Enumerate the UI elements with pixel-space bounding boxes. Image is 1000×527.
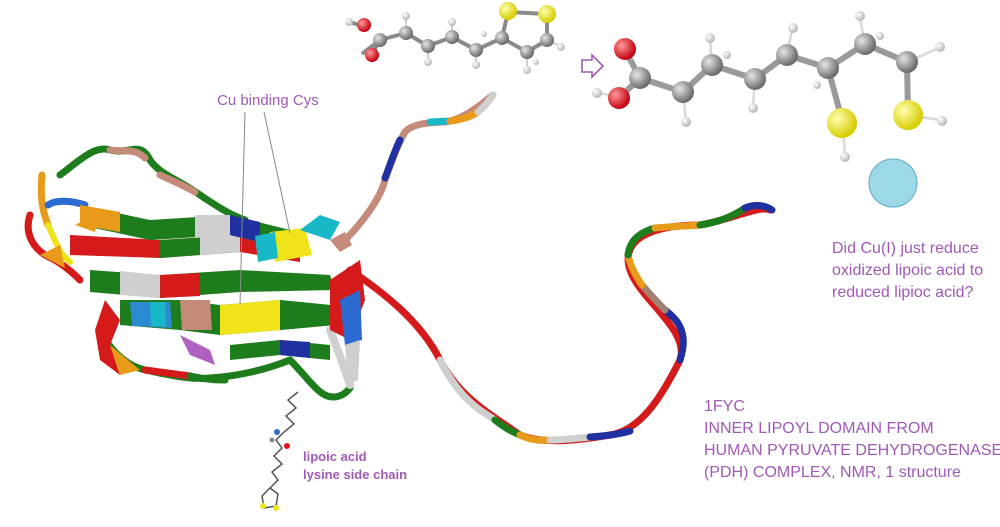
- loop-top: [56, 145, 249, 224]
- question-line: Did Cu(I) just reduce: [832, 240, 979, 257]
- hydrogen-atom: [269, 437, 275, 443]
- pdb-caption-line: HUMAN PYRUVATE DEHYDROGENASE: [704, 442, 1000, 459]
- open-right-arrow-icon: [581, 53, 605, 79]
- cu-binding-pointer-lines: [239, 111, 291, 306]
- question-line: oxidized lipoic acid to: [832, 262, 984, 279]
- cu-ion-sphere: [868, 158, 918, 208]
- nitrogen-atom: [274, 429, 280, 435]
- side-chain-label: lipoic acid lysine side chain: [303, 448, 407, 484]
- reduced-lipoic-acid-molecule: [592, 11, 947, 162]
- reduction-question: Did Cu(I) just reduce oxidized lipoic ac…: [832, 238, 1000, 304]
- side-chain-line: lipoic acid: [303, 449, 367, 464]
- sulfur-atom-b: [273, 505, 279, 511]
- protein-ribbon: [24, 91, 776, 445]
- pdb-caption: 1FYC INNER LIPOYL DOMAIN FROM HUMAN PYRU…: [704, 396, 1000, 484]
- beta-strand-cu-yellow-upper: [270, 228, 312, 262]
- beta-strand-2: [80, 205, 290, 250]
- pdb-caption-line: INNER LIPOYL DOMAIN FROM: [704, 420, 934, 437]
- lipoic-lysine-side-chain: [261, 391, 299, 509]
- cu-binding-cys-label: Cu binding Cys: [217, 92, 319, 109]
- oxygen-atom: [284, 443, 290, 449]
- pdb-caption-line: (PDH) COMPLEX, NMR, 1 structure: [704, 464, 961, 481]
- pdb-caption-line: 1FYC: [704, 398, 745, 415]
- side-chain-line: lysine side chain: [303, 467, 408, 482]
- oxidized-lipoic-acid-molecule: [345, 2, 565, 74]
- question-line: reduced lipioc acid?: [832, 284, 974, 301]
- sulfur-atom-a: [260, 503, 266, 509]
